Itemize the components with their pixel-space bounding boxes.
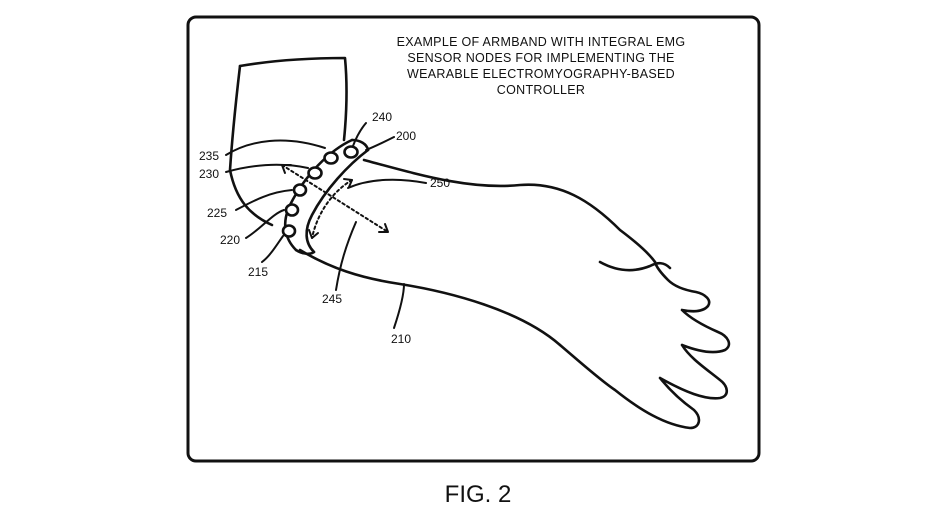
leader-225 (236, 190, 292, 210)
reference-labels: 240 200 235 230 250 225 220 215 245 210 (199, 110, 450, 346)
label-250: 250 (430, 176, 450, 190)
leader-230 (226, 165, 308, 172)
label-215: 215 (248, 265, 268, 279)
leader-245 (336, 222, 356, 290)
leader-200 (366, 137, 394, 150)
leader-220 (246, 210, 284, 238)
label-235: 235 (199, 149, 219, 163)
sensor-node-6 (283, 226, 295, 237)
sensor-node-5 (286, 205, 298, 216)
label-230: 230 (199, 167, 219, 181)
figure-number: FIG. 2 (445, 481, 512, 508)
label-225: 225 (207, 206, 227, 220)
armband (283, 140, 368, 254)
sensor-node-4 (294, 185, 306, 196)
caption-line-4: CONTROLLER (497, 83, 585, 97)
leader-210 (394, 284, 404, 328)
sensor-node-3 (309, 168, 322, 179)
forearm (300, 160, 729, 428)
caption-line-2: SENSOR NODES FOR IMPLEMENTING THE (407, 51, 674, 65)
label-245: 245 (322, 292, 342, 306)
label-240: 240 (372, 110, 392, 124)
figure-caption: EXAMPLE OF ARMBAND WITH INTEGRAL EMG SEN… (397, 35, 686, 97)
leader-215 (262, 236, 283, 262)
label-210: 210 (391, 332, 411, 346)
label-220: 220 (220, 233, 240, 247)
direction-arrows (282, 165, 388, 238)
hand (560, 262, 729, 428)
caption-line-3: WEARABLE ELECTROMYOGRAPHY-BASED (407, 67, 675, 81)
leader-250 (348, 180, 426, 188)
sensor-node-1 (345, 147, 358, 158)
sensor-node-2 (325, 153, 338, 164)
label-200: 200 (396, 129, 416, 143)
caption-line-1: EXAMPLE OF ARMBAND WITH INTEGRAL EMG (397, 35, 686, 49)
leader-235 (226, 141, 325, 155)
